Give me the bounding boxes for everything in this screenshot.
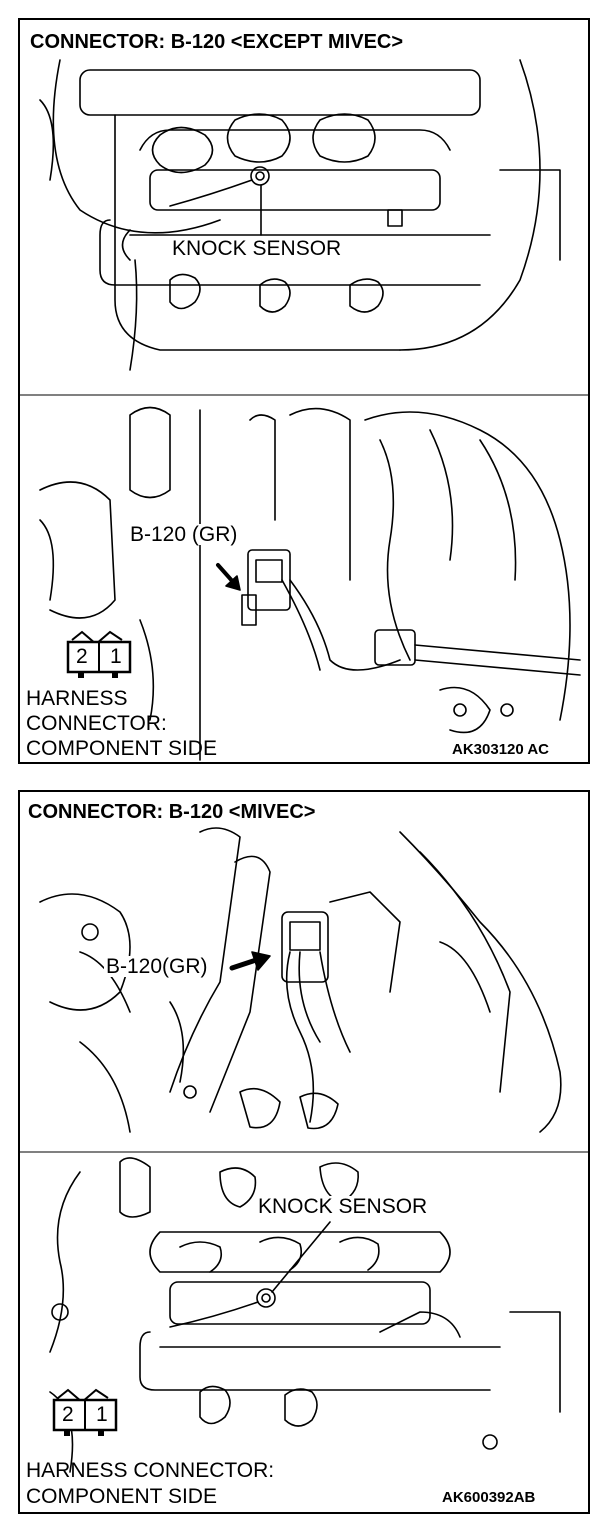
connector-pinout-icon — [66, 630, 132, 678]
harness-line-2: CONNECTOR: — [26, 712, 167, 735]
panel-except-mivec: CONNECTOR: B-120 <EXCEPT MIVEC> KNOCK SE… — [18, 18, 590, 764]
panel-mivec: CONNECTOR: B-120 <MIVEC> B-120(GR) KNOCK… — [18, 790, 590, 1514]
panel-title: CONNECTOR: B-120 <MIVEC> — [28, 801, 316, 823]
figure-code: AK600392AB — [442, 1489, 536, 1506]
knock-sensor-label: KNOCK SENSOR — [170, 237, 344, 260]
harness-line-1: HARNESS CONNECTOR: — [26, 1459, 275, 1482]
panel-title: CONNECTOR: B-120 <EXCEPT MIVEC> — [30, 31, 404, 53]
engine-illustration-top — [20, 59, 588, 761]
pin-1: 1 — [96, 1403, 108, 1426]
knock-sensor-label: KNOCK SENSOR — [256, 1195, 430, 1218]
pin-2: 2 — [76, 645, 88, 668]
connector-pinout-icon — [52, 1388, 118, 1436]
harness-line-2: COMPONENT SIDE — [26, 1485, 217, 1508]
pin-1: 1 — [110, 645, 122, 668]
engine-illustration-bottom — [20, 827, 588, 1473]
harness-line-1: HARNESS — [26, 687, 128, 710]
connector-label: B-120(GR) — [104, 955, 210, 978]
figure-code: AK303120 AC — [452, 741, 549, 758]
connector-label: B-120 (GR) — [128, 523, 240, 546]
harness-line-3: COMPONENT SIDE — [26, 737, 217, 760]
pin-2: 2 — [62, 1403, 74, 1426]
